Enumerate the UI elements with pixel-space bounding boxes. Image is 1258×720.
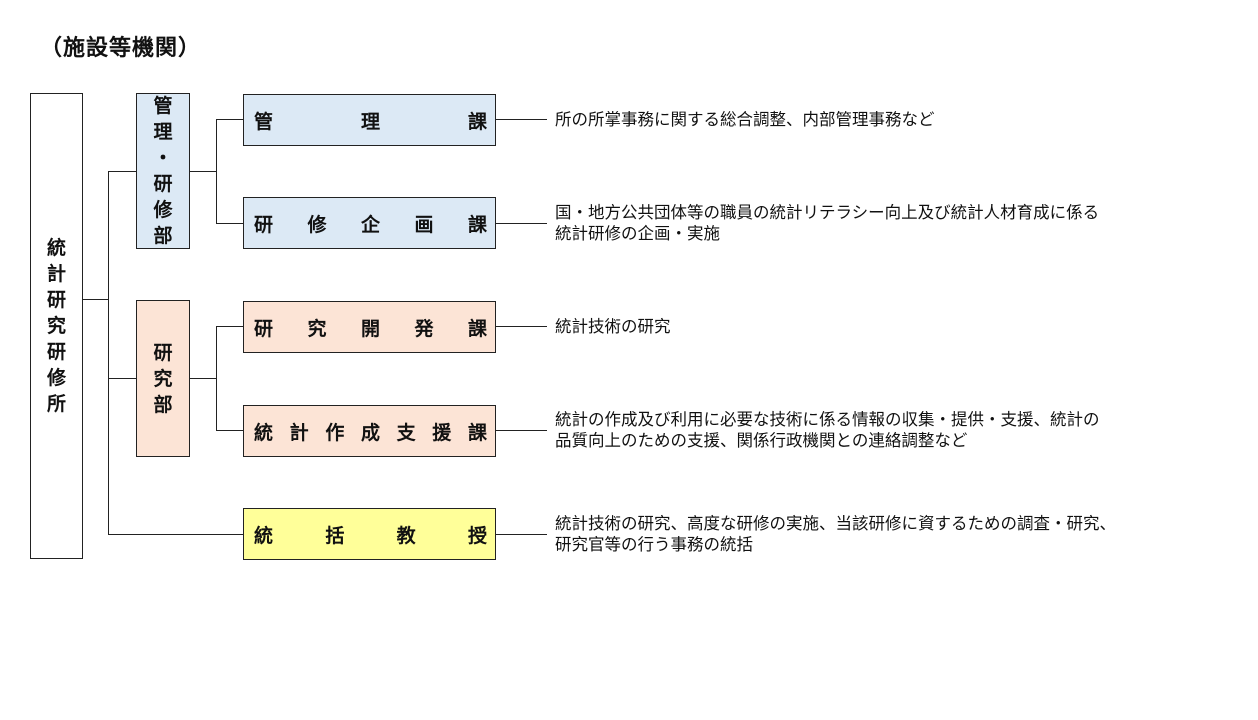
- page-title: （施設等機関）: [40, 36, 202, 61]
- description-line: 統計技術の研究: [555, 317, 671, 336]
- dept-char: 研: [254, 317, 274, 340]
- dept-char: 課: [467, 213, 487, 236]
- dept-kenshu-kikaku-description: 国・地方公共団体等の職員の統計リテラシー向上及び統計人材育成に係る 統計研修の企…: [555, 202, 1099, 244]
- description-line: 統計技術の研究、高度な研修の実施、当該研修に資するための調査・研究、: [555, 514, 1116, 533]
- division-char: ・: [153, 147, 173, 169]
- dept-kanri-box: 管 理 課: [243, 94, 496, 146]
- dept-char: 授: [467, 524, 487, 547]
- institute-char: 修: [46, 367, 66, 389]
- connector-institute-trunk: [82, 299, 108, 300]
- dept-char: 統: [254, 421, 274, 444]
- institute-char: 究: [46, 315, 66, 337]
- dept-char: 統: [254, 524, 274, 547]
- dept-char: 援: [432, 421, 452, 444]
- connector-to-kenkyu-kaihatsu: [216, 326, 244, 327]
- dept-char: 理: [360, 110, 380, 133]
- dept-char: 課: [467, 421, 487, 444]
- dept-char: 計: [289, 421, 309, 444]
- institute-char: 計: [46, 263, 66, 285]
- dept-kenkyu-kaihatsu-description: 統計技術の研究: [555, 316, 671, 337]
- dept-char: 課: [467, 110, 487, 133]
- dept-char: 究: [307, 317, 327, 340]
- dept-char: 画: [414, 213, 434, 236]
- division-char: 管: [153, 95, 173, 117]
- institute-box: 統 計 研 究 研 修 所: [30, 93, 83, 559]
- connector-trunk-to-admin: [108, 171, 136, 172]
- dept-kenkyu-kaihatsu-box: 研 究 開 発 課: [243, 301, 496, 353]
- connector-desc-2: [495, 223, 547, 224]
- admin-training-division-box: 管 理 ・ 研 修 部: [136, 93, 190, 249]
- dept-char: 研: [254, 213, 274, 236]
- institute-char: 研: [46, 289, 66, 311]
- description-line: 所の所掌事務に関する総合調整、内部管理事務など: [555, 110, 935, 129]
- description-line: 品質向上のための支援、関係行政機関との連絡調整など: [555, 431, 968, 450]
- connector-trunk-to-research: [108, 378, 136, 379]
- division-char: 部: [153, 393, 173, 416]
- connector-to-sakusei-shien: [216, 430, 244, 431]
- dept-tokatsu-kyoju-description: 統計技術の研究、高度な研修の実施、当該研修に資するための調査・研究、 研究官等の…: [555, 513, 1116, 555]
- connector-research-out: [189, 378, 216, 379]
- connector-trunk-vertical: [108, 171, 109, 534]
- division-char: 理: [153, 121, 173, 143]
- division-char: 究: [153, 367, 173, 390]
- dept-char: 修: [307, 213, 327, 236]
- division-char: 修: [153, 199, 173, 221]
- connector-to-kenshu-kikaku: [216, 223, 244, 224]
- dept-char: 管: [254, 110, 274, 133]
- division-char: 研: [153, 341, 173, 364]
- dept-kanri-description: 所の所掌事務に関する総合調整、内部管理事務など: [555, 109, 935, 130]
- dept-sakusei-shien-box: 統 計 作 成 支 援 課: [243, 405, 496, 457]
- dept-char: 括: [325, 524, 345, 547]
- division-char: 部: [153, 225, 173, 247]
- connector-desc-1: [495, 119, 547, 120]
- dept-sakusei-shien-description: 統計の作成及び利用に必要な技術に係る情報の収集・提供・支援、統計の 品質向上のた…: [555, 409, 1100, 451]
- connector-desc-3: [495, 326, 547, 327]
- dept-char: 支: [396, 421, 416, 444]
- dept-char: 発: [414, 317, 434, 340]
- institute-char: 研: [46, 341, 66, 363]
- connector-admin-out: [189, 171, 216, 172]
- research-division-box: 研 究 部: [136, 300, 190, 457]
- description-line: 統計研修の企画・実施: [555, 224, 720, 243]
- connector-desc-4: [495, 430, 547, 431]
- connector-admin-vertical: [216, 119, 217, 223]
- dept-char: 作: [325, 421, 345, 444]
- dept-tokatsu-kyoju-box: 統 括 教 授: [243, 508, 496, 560]
- dept-char: 企: [360, 213, 380, 236]
- dept-char: 開: [360, 317, 380, 340]
- dept-char: 成: [360, 421, 380, 444]
- division-char: 研: [153, 173, 173, 195]
- connector-to-kanri: [216, 119, 244, 120]
- connector-desc-5: [495, 534, 547, 535]
- connector-research-vertical: [216, 326, 217, 430]
- description-line: 統計の作成及び利用に必要な技術に係る情報の収集・提供・支援、統計の: [555, 410, 1100, 429]
- dept-kenshu-kikaku-box: 研 修 企 画 課: [243, 197, 496, 249]
- dept-char: 教: [396, 524, 416, 547]
- connector-trunk-to-professor: [108, 534, 244, 535]
- institute-char: 統: [46, 237, 66, 259]
- description-line: 研究官等の行う事務の統括: [555, 535, 753, 554]
- dept-char: 課: [467, 317, 487, 340]
- institute-char: 所: [46, 393, 66, 415]
- description-line: 国・地方公共団体等の職員の統計リテラシー向上及び統計人材育成に係る: [555, 203, 1100, 222]
